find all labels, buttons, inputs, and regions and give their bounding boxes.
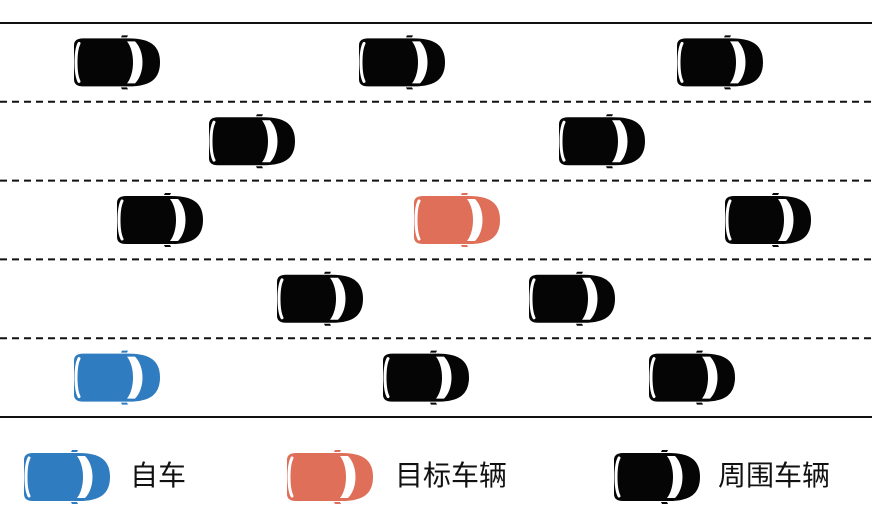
surrounding-vehicle-icon: [206, 114, 298, 169]
surrounding-vehicle-icon: [380, 350, 472, 405]
legend-ego-vehicle-icon: [21, 450, 113, 504]
legend-label-surrounding: 周围车辆: [718, 459, 831, 492]
surrounding-vehicle-icon: [526, 271, 618, 326]
surrounding-vehicle-icon: [114, 193, 206, 247]
surrounding-vehicle-icon: [356, 35, 448, 90]
legend-target-vehicle-icon: [284, 450, 376, 504]
vehicles: [71, 35, 814, 405]
surrounding-vehicle-icon: [274, 271, 366, 326]
legend-icons: [21, 450, 703, 504]
target-vehicle-icon: [411, 193, 503, 247]
legend-surrounding-vehicle-icon: [611, 450, 703, 504]
surrounding-vehicle-icon: [646, 350, 738, 405]
lane-lines: [0, 22, 872, 418]
surrounding-vehicle-icon: [722, 193, 814, 247]
legend-label-target: 目标车辆: [395, 459, 508, 492]
surrounding-vehicle-icon: [556, 114, 648, 169]
surrounding-vehicle-icon: [674, 35, 766, 90]
legend-label-ego: 自车: [130, 459, 187, 492]
surrounding-vehicle-icon: [71, 35, 163, 90]
ego-vehicle-icon: [71, 350, 163, 405]
